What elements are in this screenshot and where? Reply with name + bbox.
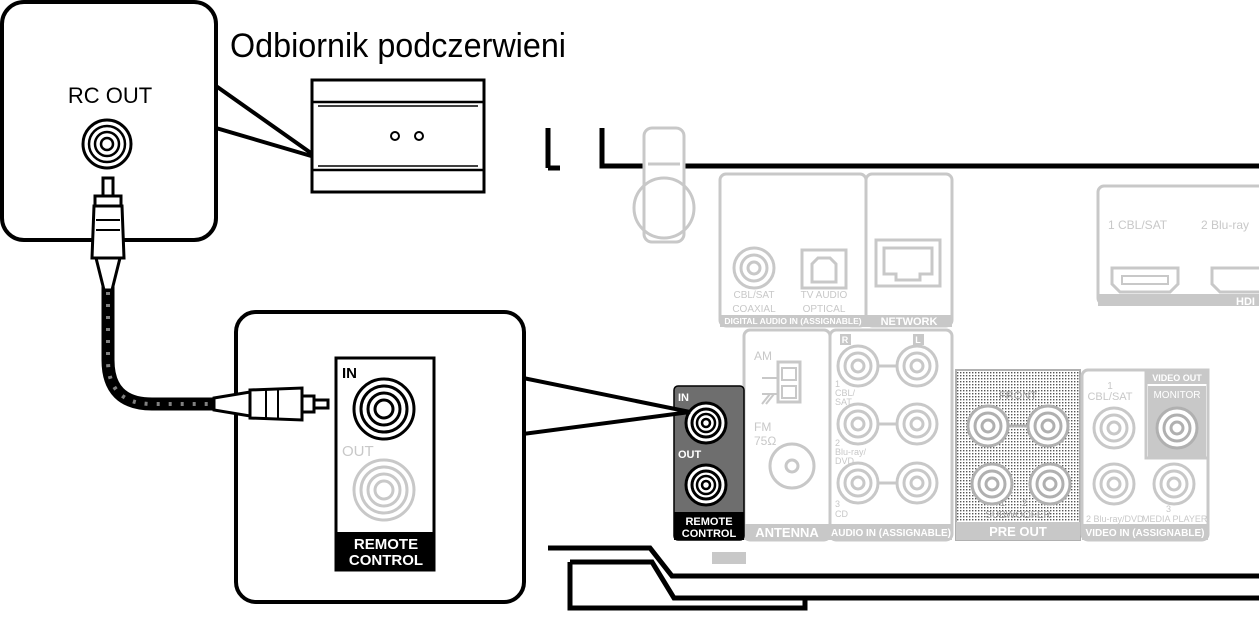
callout-out-label: OUT <box>342 443 374 460</box>
panel-out-label: OUT <box>678 449 702 461</box>
rc-out-callout: RC OUT <box>0 0 218 242</box>
audio-in-1-jacks <box>836 344 939 388</box>
audio-channel-l-label: L <box>915 335 921 345</box>
rc-out-pointer <box>214 82 320 160</box>
monitor-jack <box>1155 406 1199 450</box>
front-jacks <box>966 404 1070 448</box>
am-terminal-icon <box>761 360 802 405</box>
callout-remote-line1: REMOTE <box>354 536 418 553</box>
ir-receiver: Odbiornik podczerwieni <box>230 27 566 194</box>
callout-in-jack <box>352 377 416 441</box>
subwoofer-2-label: 2 <box>1022 498 1027 508</box>
receiver-caption: Odbiornik podczerwieni <box>230 27 566 65</box>
coaxial-jack <box>732 246 776 290</box>
hdmi-port-icon <box>1110 266 1180 294</box>
fm-jack <box>768 442 816 490</box>
audio-input2-name-b: DVD <box>835 456 855 466</box>
video-in-1-jack <box>1092 406 1136 450</box>
network-label: NETWORK <box>881 316 938 328</box>
remote-control-callout: IN OUT REMOTE CONTROL <box>234 310 526 604</box>
am-label: AM <box>754 349 772 363</box>
rca-plug-vertical <box>90 176 126 292</box>
audio-in-section: R L <box>828 328 954 542</box>
audio-in-2-jacks <box>836 402 939 446</box>
panel-remote-name-line2: CONTROL <box>682 528 737 540</box>
optical-label: OPTICAL <box>803 304 846 315</box>
callout-out-jack <box>352 458 416 522</box>
video-in-3-jack <box>1152 462 1196 506</box>
video-input1-name: CBL/SAT <box>1087 391 1132 403</box>
video-input3-name: MEDIA PLAYER <box>1142 514 1208 524</box>
rca-plug-horizontal <box>212 386 330 422</box>
ir-led-icon <box>414 131 424 141</box>
video-input3-num: 3 <box>1166 504 1171 514</box>
digital-audio-in-section: CBL/SAT COAXIAL TV AUDIO OPTICAL DIGITAL… <box>718 172 868 328</box>
panel-remote-name-line1: REMOTE <box>685 516 732 528</box>
video-input2-label: 2 Blu-ray/DVD <box>1086 514 1144 524</box>
panel-remote-out-jack <box>684 463 728 507</box>
panel-remote-control-block: IN OUT REMOTE CONTROL <box>673 385 745 541</box>
audio-input1-name-a: CBL/ <box>835 388 856 398</box>
ethernet-port-icon <box>874 238 942 288</box>
mono-cable <box>101 249 225 411</box>
hdmi-input2-label: 2 Blu-ray <box>1201 218 1249 232</box>
audio-in-section-label: AUDIO IN (ASSIGNABLE) <box>831 528 951 539</box>
video-in-section-label: VIDEO IN (ASSIGNABLE) <box>1086 528 1205 539</box>
ir-led-icon <box>390 131 400 141</box>
callout-remote-line2: CONTROL <box>349 552 423 569</box>
subwoofer-label: SUBWOOFER <box>985 510 1051 521</box>
hdmi-port-icon <box>1210 266 1259 294</box>
fm-impedance-label: 75Ω <box>754 434 776 448</box>
hdmi-input1-label: 1 CBL/SAT <box>1108 218 1168 232</box>
audio-in-3-jacks <box>836 461 939 505</box>
panel-foot <box>712 552 746 564</box>
rc-out-label: RC OUT <box>68 83 152 108</box>
antenna-section-label: ANTENNA <box>755 525 819 540</box>
video-in-2-jack <box>1092 462 1136 506</box>
panel-in-label: IN <box>678 392 689 404</box>
receiver-rear-panel: CBL/SAT COAXIAL TV AUDIO OPTICAL DIGITAL… <box>545 126 1259 611</box>
front-label: FRONT <box>999 390 1037 402</box>
monitor-label: MONITOR <box>1153 390 1200 401</box>
hdmi-section-label: HDI <box>1236 296 1255 308</box>
audio-input3-name: CD <box>835 509 848 519</box>
coaxial-label: COAXIAL <box>732 304 776 315</box>
network-section: NETWORK <box>864 172 954 328</box>
audio-input2-name-a: Blu-ray/ <box>835 447 867 457</box>
audio-input3-num: 3 <box>835 499 840 509</box>
video-section: 1 CBL/SAT VIDEO OUT MONITOR <box>1080 368 1210 542</box>
rc-out-jack <box>81 118 133 170</box>
optical-source-label: TV AUDIO <box>801 290 848 301</box>
coaxial-source-label: CBL/SAT <box>734 290 775 301</box>
audio-input1-name-b: SAT <box>835 397 852 407</box>
audio-input2-num: 2 <box>835 438 840 448</box>
callout-pointer <box>521 375 691 437</box>
digital-audio-section-label: DIGITAL AUDIO IN (ASSIGNABLE) <box>724 316 861 326</box>
pre-out-section-label: PRE OUT <box>989 524 1047 539</box>
hdmi-section: 1 CBL/SAT 2 Blu-ray HDI <box>1096 184 1259 308</box>
subwoofer-1-label: 1 <box>1000 498 1005 508</box>
fm-label: FM <box>754 420 771 434</box>
audio-channel-r-label: R <box>842 335 849 345</box>
optical-jack <box>800 248 848 290</box>
antenna-section: AM FM 75Ω ANTENNA <box>742 328 832 542</box>
antenna-post <box>632 126 696 244</box>
pre-out-section: FRONT 1 2 SUBWOOFER PRE <box>955 369 1081 541</box>
callout-in-label: IN <box>342 365 357 382</box>
video-input1-num: 1 <box>1107 381 1113 392</box>
subwoofer-jacks <box>970 462 1072 506</box>
video-out-label: VIDEO OUT <box>1152 373 1202 383</box>
audio-input1-num: 1 <box>835 379 840 389</box>
panel-remote-in-jack <box>684 401 728 445</box>
